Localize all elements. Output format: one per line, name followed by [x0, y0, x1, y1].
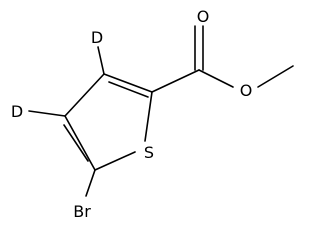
bond-c2-s — [144, 91, 153, 142]
ester-oxygen-label: O — [240, 81, 253, 100]
sulfur-label: S — [144, 143, 154, 162]
bond-s-c5 — [94, 151, 136, 171]
bond-carbonyl-carbon-ester-oxygen — [198, 69, 234, 88]
bond-c3-c2-double-outer — [103, 73, 153, 93]
bond-c4-deuterium — [28, 110, 66, 117]
bond-c3-deuterium — [97, 46, 105, 75]
bond-c5-c4-double-inner — [63, 124, 89, 162]
chemical-structure: D D S Br O O — [11, 7, 294, 221]
deuterium-label-top: D — [91, 28, 103, 47]
deuterium-label-left: D — [11, 102, 23, 121]
carbonyl-oxygen-label: O — [197, 7, 210, 26]
bond-c3-c2-double-inner — [108, 81, 149, 98]
bond-c4-c3 — [64, 73, 105, 117]
bond-c5-bromine — [85, 169, 96, 197]
bond-ester-oxygen-methyl — [257, 65, 294, 88]
bond-c5-c4-double-outer — [64, 115, 96, 171]
bond-c2-carbonyl-carbon — [151, 69, 200, 93]
bromine-label: Br — [73, 202, 91, 221]
